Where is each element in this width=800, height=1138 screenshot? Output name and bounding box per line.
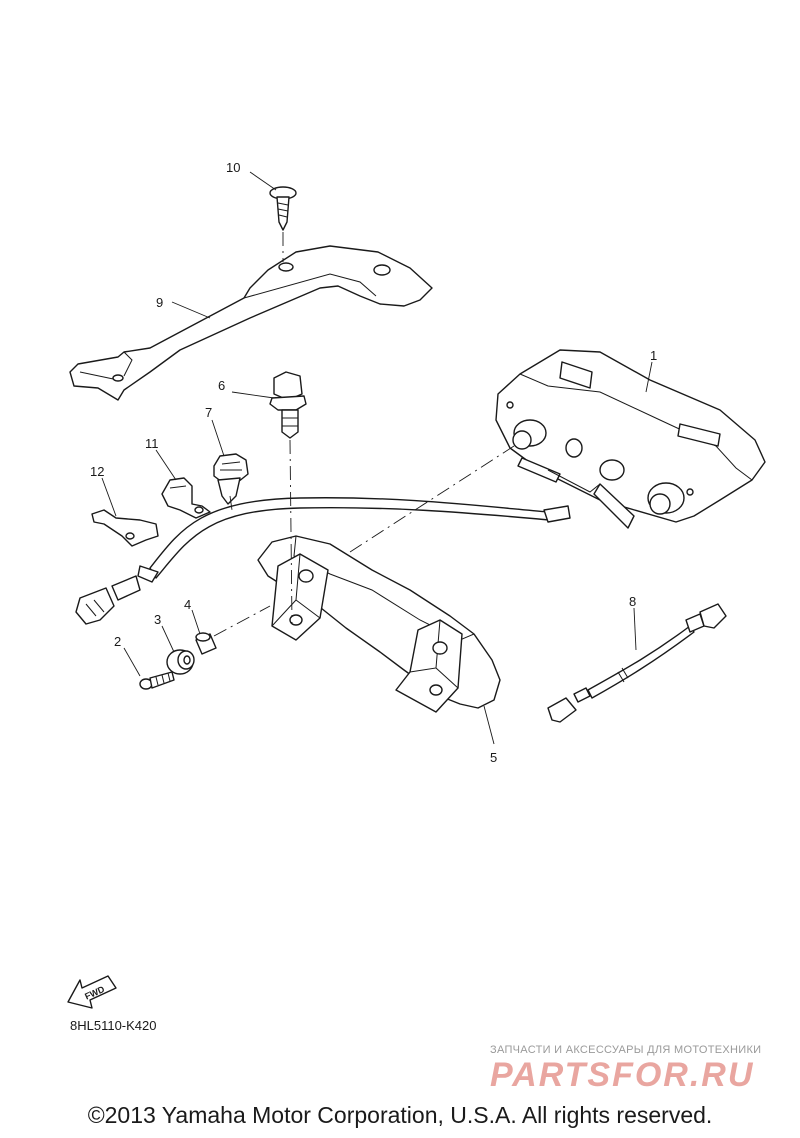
fwd-arrow-icon: FWD <box>67 975 117 1009</box>
part-1-tail-light <box>495 349 766 529</box>
callout-3: 3 <box>154 612 161 627</box>
diagram-code: 8HL5110-K420 <box>70 1018 157 1033</box>
callout-4: 4 <box>184 597 191 612</box>
callout-12: 12 <box>90 464 104 479</box>
part-11-clamp <box>161 477 211 519</box>
callout-numbers: 10 9 1 6 7 11 12 4 3 2 8 5 <box>90 160 657 765</box>
callout-9: 9 <box>156 295 163 310</box>
part-5-base <box>257 535 501 713</box>
part-8-sub-harness <box>547 603 727 723</box>
part-2-screw <box>139 671 175 690</box>
part-12-stay <box>91 509 159 547</box>
callout-1: 1 <box>650 348 657 363</box>
watermark-caption: ЗАПЧАСТИ И АКСЕССУАРЫ ДЛЯ МОТОТЕХНИКИ <box>490 1044 762 1056</box>
copyright-notice: ©2013 Yamaha Motor Corporation, U.S.A. A… <box>87 1102 713 1128</box>
part-9-bracket <box>69 245 433 401</box>
callout-10: 10 <box>226 160 240 175</box>
part-6-bolt <box>269 371 307 439</box>
part-7-clip <box>213 453 249 505</box>
callout-11: 11 <box>145 436 159 451</box>
callout-6: 6 <box>218 378 225 393</box>
callout-5: 5 <box>490 750 497 765</box>
leader-lines <box>101 171 653 745</box>
callout-8: 8 <box>629 594 636 609</box>
callout-2: 2 <box>114 634 121 649</box>
part-4-collar <box>195 632 217 655</box>
part-3-grommet <box>166 649 195 675</box>
callout-7: 7 <box>205 405 212 420</box>
watermark-logo: PARTSFOR.RU <box>490 1056 755 1094</box>
wire-harness <box>75 497 571 625</box>
assembly-lines <box>213 232 515 637</box>
part-10-screw <box>269 186 297 231</box>
